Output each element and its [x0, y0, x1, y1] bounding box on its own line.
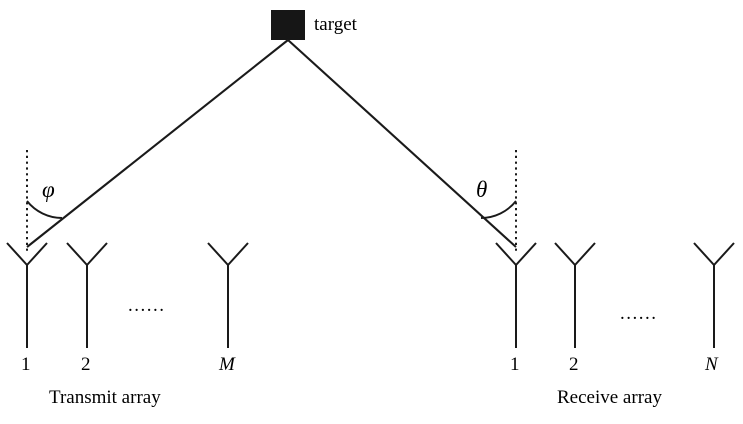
- receive-path-ray: [287, 39, 517, 248]
- transmit-element-label-1: 1: [21, 354, 31, 375]
- transmit-element-label-2: 2: [81, 354, 91, 375]
- transmit-antenna-m: [207, 242, 249, 348]
- receive-antenna-n: [693, 242, 735, 348]
- receive-element-label-1: 1: [510, 354, 520, 375]
- transmit-antenna-1: [6, 242, 48, 348]
- receive-antenna-1: [495, 242, 537, 348]
- transmit-array-caption: Transmit array: [49, 387, 161, 408]
- transmit-element-label-m: M: [219, 354, 235, 375]
- target-label: target: [314, 14, 357, 35]
- target-marker: [271, 10, 305, 40]
- phi-angle-arc: [26, 200, 63, 219]
- phi-angle-label: φ: [42, 177, 55, 202]
- receive-antenna-2: [554, 242, 596, 348]
- transmit-array-ellipsis: ......: [128, 295, 166, 316]
- transmit-path-ray: [26, 39, 289, 248]
- receive-array-caption: Receive array: [557, 387, 662, 408]
- receive-element-label-n: N: [705, 354, 718, 375]
- theta-angle-label: θ: [476, 177, 488, 202]
- transmit-antenna-2: [66, 242, 108, 348]
- receive-element-label-2: 2: [569, 354, 579, 375]
- theta-angle-arc: [480, 200, 517, 219]
- receive-array-ellipsis: ......: [620, 303, 658, 324]
